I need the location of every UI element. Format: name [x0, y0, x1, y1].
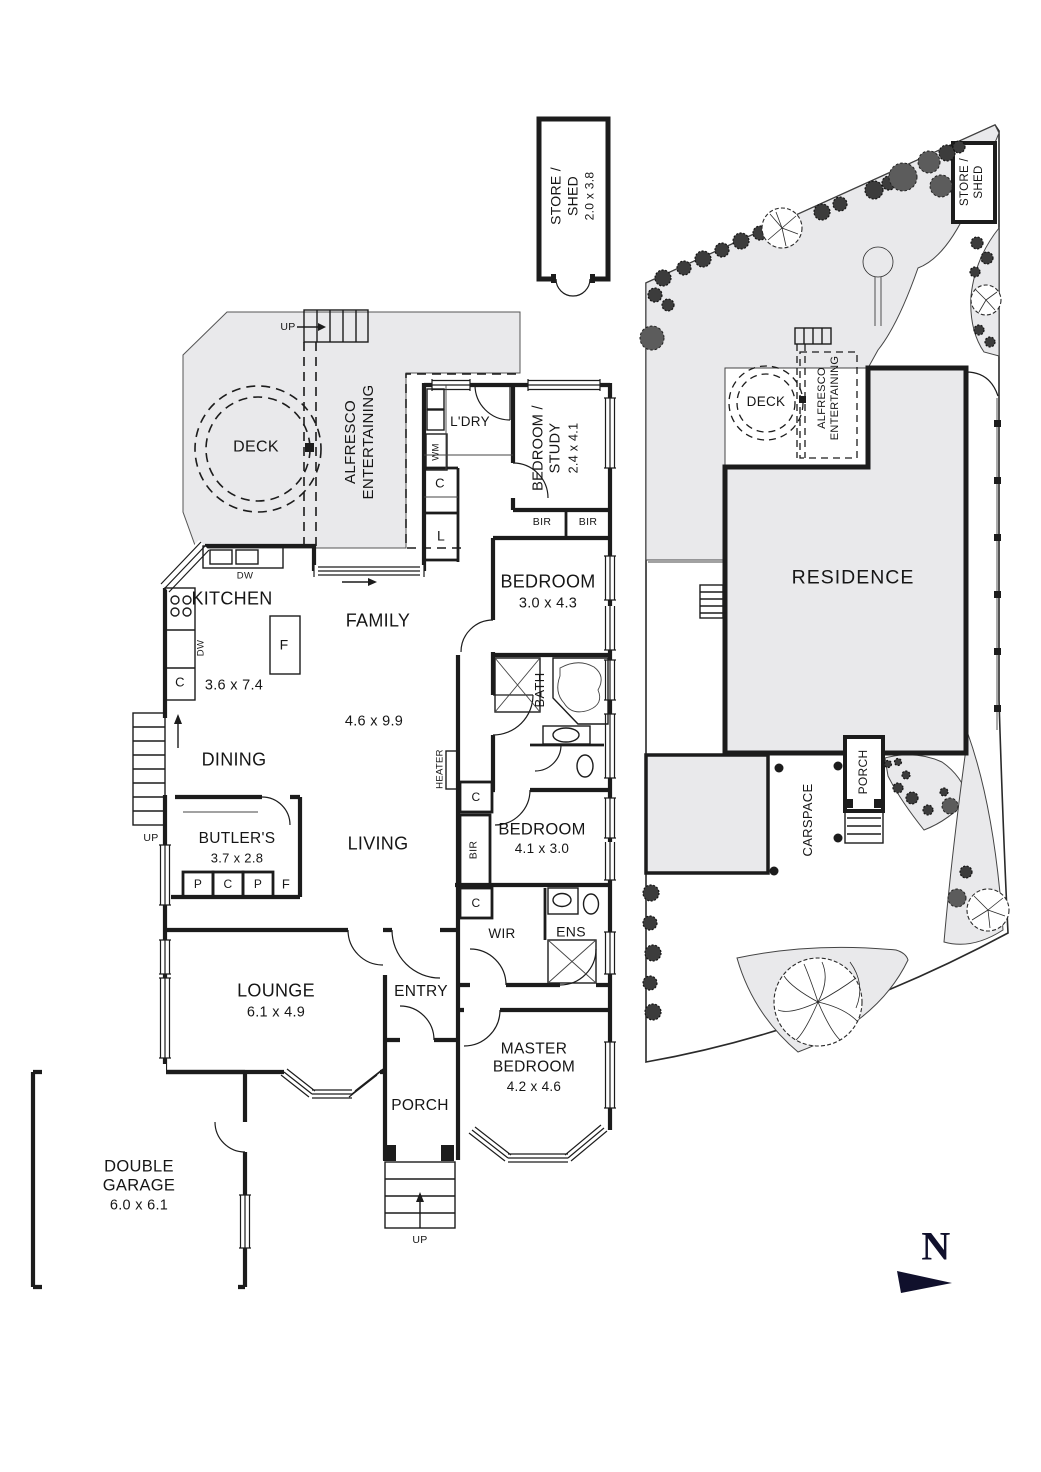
fp-alfresco-dashed [405, 373, 516, 549]
room-label-garage: DOUBLE GARAGE [102, 1157, 176, 1195]
deck-up-label: UP [280, 320, 296, 333]
room-label-bedroom3: BEDROOM [498, 820, 586, 839]
heater-label: HEATER [434, 749, 445, 789]
porch-up-label: UP [412, 1233, 428, 1246]
site-carspace-text: CARSPACE [800, 783, 816, 857]
room-label-master: MASTER BEDROOM [492, 1040, 576, 1076]
carspace-area [644, 753, 770, 875]
site-porch-label: PORCH [856, 750, 870, 795]
room-label-kitchen: KITCHEN [191, 588, 273, 609]
room-label-bath: BATH [532, 673, 548, 708]
floor-plan-linework [30, 116, 616, 1295]
dw-bench-text: DW [195, 639, 207, 657]
hall-bir [458, 813, 492, 887]
tree-band [761, 207, 803, 249]
stairs-up-label: UP [143, 831, 159, 844]
cupboard-label-laundry: C [435, 475, 445, 491]
fp-store-shed-label: STORE / SHED 2.0 x 3.8 [548, 167, 597, 225]
butlers-dim: 3.7 x 2.8 [210, 850, 264, 866]
linen-label: L [436, 527, 446, 544]
garage-door-top [42, 1064, 166, 1080]
north-arrow [897, 1271, 952, 1293]
tree-strip [970, 284, 1002, 316]
garage-dim: 6.0 x 6.1 [109, 1197, 169, 1214]
room-label-bed-study: BEDROOM / STUDY 2.4 x 4.1 [531, 405, 582, 491]
room-label-porch: PORCH [391, 1096, 449, 1114]
site-carspace-label: CARSPACE [800, 784, 816, 857]
room-label-deck: DECK [233, 438, 279, 456]
wm-label: WM [430, 443, 441, 460]
bath-text: BATH [532, 672, 548, 708]
site-store-shed [951, 141, 997, 224]
bir-label-2: BIR [578, 515, 598, 528]
room-label-living: LIVING [347, 833, 409, 854]
fp-deck-circle [194, 385, 322, 513]
tree-right-bed [966, 888, 1010, 932]
bir-label-1: BIR [532, 515, 552, 528]
site-alfresco-label: ALFRESCO ENTERTAINING [816, 356, 842, 440]
room-label-bedroom2: BEDROOM [500, 571, 596, 592]
fridge-label-kitchen: F [279, 636, 289, 653]
kitchen-dim: 3.6 x 7.4 [204, 677, 264, 694]
site-porch-steps [844, 810, 884, 844]
room-label-alfresco: ALFRESCO ENTERTAINING [342, 384, 378, 499]
site-alfresco-text: ALFRESCO ENTERTAINING [815, 355, 841, 441]
fridge-label-butlers: F [281, 876, 291, 892]
pantry-label-2: P [253, 876, 263, 891]
site-porch-text: PORCH [855, 749, 870, 795]
alfresco-name: ALFRESCO ENTERTAINING [342, 384, 377, 500]
heater-text: HEATER [434, 749, 446, 789]
garage-door-bottom [42, 1279, 238, 1295]
cupboard-label-kitchen: C [175, 674, 185, 690]
heater-unit [445, 750, 459, 790]
room-label-laundry: L'DRY [450, 414, 490, 430]
bir-label-hall: BIR [468, 841, 481, 859]
dw-label-bench: DW [195, 640, 206, 656]
residence-outline [722, 365, 969, 756]
room-label-lounge: LOUNGE [237, 980, 315, 1001]
side-path [648, 562, 723, 753]
clothesline [862, 246, 894, 278]
gate-arc [965, 371, 999, 397]
fp-store-shed-name: STORE / SHED [547, 167, 581, 225]
fp-store-shed-dim: 2.0 x 3.8 [582, 171, 597, 221]
room-label-dining: DINING [201, 749, 267, 770]
room-label-family: FAMILY [345, 610, 411, 631]
cupboard-label-hall1: C [471, 789, 481, 804]
hall-cupboard-2 [458, 886, 494, 920]
cupboard-label-hall2: C [471, 895, 481, 910]
room-label-entry: ENTRY [394, 982, 448, 1000]
dw-label-sink: DW [236, 570, 254, 582]
site-store-shed-label: STORE / SHED [959, 158, 987, 206]
bed-study-dim: 2.4 x 4.1 [566, 422, 581, 474]
pantry-label-1: P [193, 876, 203, 891]
bed-study-name: BEDROOM / STUDY [530, 405, 564, 491]
site-vegetation [639, 140, 1010, 1047]
bedroom2-dim: 3.0 x 4.3 [518, 595, 578, 612]
fp-deck-area [182, 311, 521, 549]
room-label-butlers: BUTLER'S [198, 829, 276, 847]
family-dim: 4.6 x 9.9 [344, 713, 404, 730]
bedroom3-dim: 4.1 x 3.0 [514, 841, 570, 857]
fp-deck-stairs [303, 309, 369, 343]
tree-bottom-bed [773, 957, 863, 1047]
site-alfresco-dashed [799, 351, 858, 459]
wm-text: WM [430, 443, 442, 461]
master-dim: 4.2 x 4.6 [506, 1079, 562, 1095]
site-deck-label: DECK [746, 394, 786, 410]
hall-cupboard-1 [458, 780, 494, 814]
cupboard-label-butlers: C [223, 876, 233, 891]
bir-hall-text: BIR [467, 840, 480, 860]
room-label-ens: ENS [556, 923, 586, 940]
site-residence-label: RESIDENCE [791, 566, 915, 589]
room-label-wir: WIR [488, 926, 516, 942]
site-store-shed-text: STORE / SHED [959, 158, 985, 206]
lounge-dim: 6.1 x 4.9 [246, 1004, 306, 1021]
north-letter: N [921, 1223, 951, 1269]
